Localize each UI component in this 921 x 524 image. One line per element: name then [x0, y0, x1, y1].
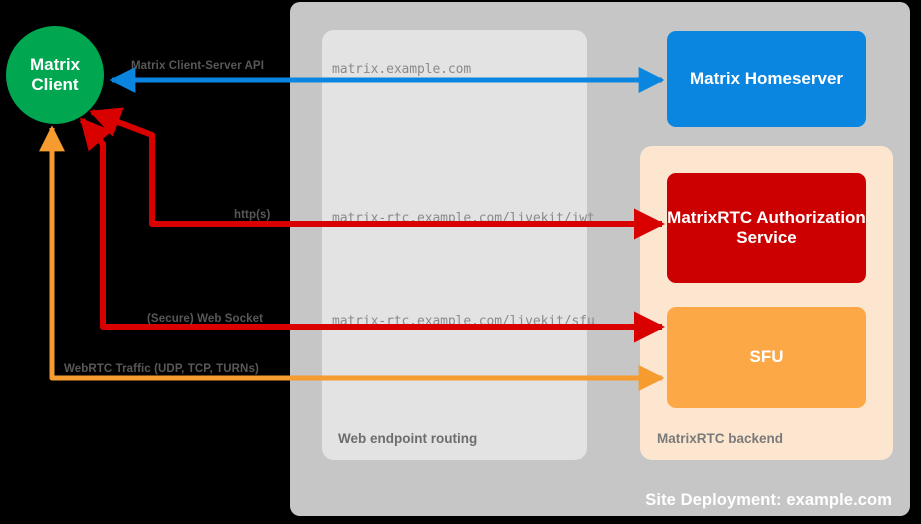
- node-matrix-homeserver-label: Matrix Homeserver: [689, 68, 844, 88]
- node-sfu-label: SFU: [749, 347, 784, 367]
- node-matrixrtc-authorization-service-label: MatrixRTC Authorization Service: [667, 207, 866, 247]
- edge-http-jwt: [89, 107, 666, 240]
- edge-webrtc-traffic: [39, 125, 665, 391]
- matrixrtc-backend-label: MatrixRTC backend: [657, 431, 784, 446]
- edge-label-matrix-client-server-api: Matrix Client-Server API: [131, 60, 264, 72]
- site-deployment-label: Site Deployment: example.com: [645, 491, 892, 509]
- node-matrixrtc-authorization-service[interactable]: MatrixRTC Authorization Service: [667, 173, 866, 283]
- node-matrix-client-label-line2: Client: [31, 75, 79, 94]
- web-endpoint-routing-label: Web endpoint routing: [338, 431, 478, 446]
- edge-label-webrtc-traffic: WebRTC Traffic (UDP, TCP, TURNs): [64, 363, 259, 375]
- node-sfu[interactable]: SFU: [667, 307, 866, 408]
- node-matrix-client[interactable]: Matrix Client: [6, 26, 104, 124]
- node-matrix-homeserver[interactable]: Matrix Homeserver: [667, 31, 866, 127]
- node-matrix-client-label-line1: Matrix: [29, 54, 81, 74]
- edge-label-http-jwt: http(s): [234, 209, 271, 221]
- edge-label-secure-web-socket: (Secure) Web Socket: [147, 313, 264, 325]
